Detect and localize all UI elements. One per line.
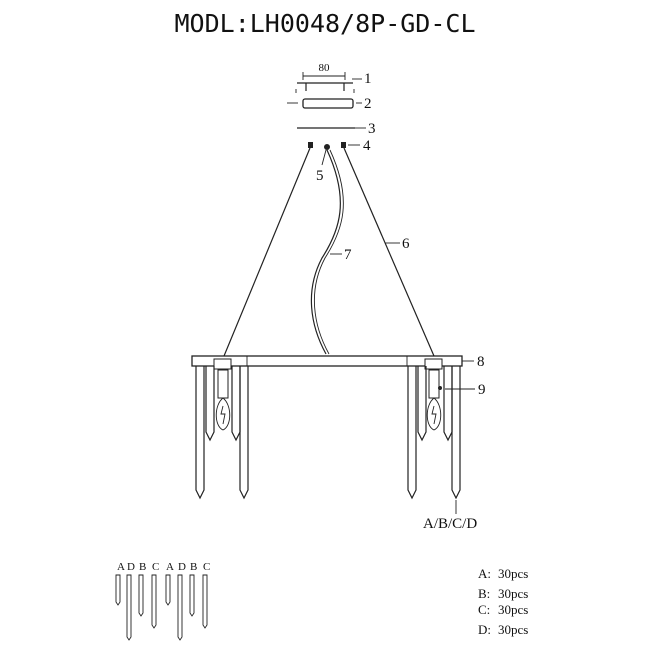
quantity-list: A: 30pcs B: 30pcs C: 30pcs D: 30pcs xyxy=(478,566,528,637)
crystal-prism-a xyxy=(115,574,121,606)
right-lamp-cluster xyxy=(407,358,475,514)
quantity-value: 30pcs xyxy=(498,566,528,581)
crystal-prism-a xyxy=(165,574,171,606)
crystal-type-label: C xyxy=(152,561,159,573)
model-title: MODL:LH0048/8P-GD-CL xyxy=(174,9,475,38)
crystal-type-label: C xyxy=(203,561,210,573)
callout-5: 5 xyxy=(316,168,324,184)
left-lamp-cluster xyxy=(195,358,249,500)
frame-bar xyxy=(191,355,474,367)
callout-2: 2 xyxy=(364,96,372,112)
mounting-bracket: 80 xyxy=(295,62,362,93)
suspension-cables xyxy=(223,147,435,357)
quantity-value: 30pcs xyxy=(498,602,528,617)
quantity-label: A: xyxy=(478,566,491,581)
crystal-legend: A D B C A D B C xyxy=(115,561,210,641)
canopy-plate xyxy=(287,98,362,109)
callout-9: 9 xyxy=(478,382,486,398)
callout-4: 4 xyxy=(363,138,371,154)
crystal-type-label: B xyxy=(190,561,197,573)
power-cord xyxy=(310,149,344,355)
quantity-label: B: xyxy=(478,586,490,601)
quantity-value: 30pcs xyxy=(498,586,528,601)
callout-6: 6 xyxy=(402,236,410,252)
crystal-prism-b xyxy=(189,574,195,617)
quantity-label: D: xyxy=(478,622,491,637)
quantity-label: C: xyxy=(478,602,490,617)
callout-8: 8 xyxy=(477,354,485,370)
cable-grippers xyxy=(308,142,360,148)
crystal-prism-d xyxy=(126,574,132,641)
crystal-prism-c xyxy=(202,574,208,629)
quantity-value: 30pcs xyxy=(498,622,528,637)
crystal-prism-b xyxy=(138,574,144,617)
cord-entry xyxy=(321,144,330,166)
crystal-type-label: D xyxy=(178,561,186,573)
crystal-type-label: B xyxy=(139,561,146,573)
callout-3: 3 xyxy=(368,121,376,137)
callout-1: 1 xyxy=(364,71,372,87)
crystal-type-label: A xyxy=(166,561,174,573)
crystal-type-label: A xyxy=(117,561,125,573)
crystal-type-label: D xyxy=(127,561,135,573)
crystal-prism-c xyxy=(151,574,157,629)
callout-7: 7 xyxy=(344,247,352,263)
crystal-prism-d xyxy=(177,574,183,641)
crystal-callout: A/B/C/D xyxy=(423,516,477,532)
dimension-label: 80 xyxy=(319,62,331,74)
